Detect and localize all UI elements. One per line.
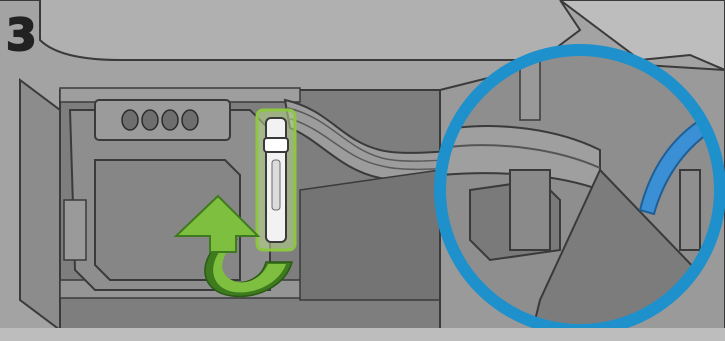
cavity-floor [300,170,440,300]
contact-3 [162,110,178,130]
cavity-left-wall [20,80,60,330]
callout-top-edge [520,60,540,120]
carriage-left-foot [64,200,86,260]
printer-bottom-edge [0,328,725,341]
lid-inner-edge [40,0,580,60]
step-number-label: 3 [6,14,37,58]
contact-4 [182,110,198,130]
contact-2 [142,110,158,130]
callout-latch-front [510,170,550,250]
callout-right-post [680,170,700,250]
contact-1 [122,110,138,130]
latch-slot [272,160,280,210]
latch-grip [264,138,288,152]
